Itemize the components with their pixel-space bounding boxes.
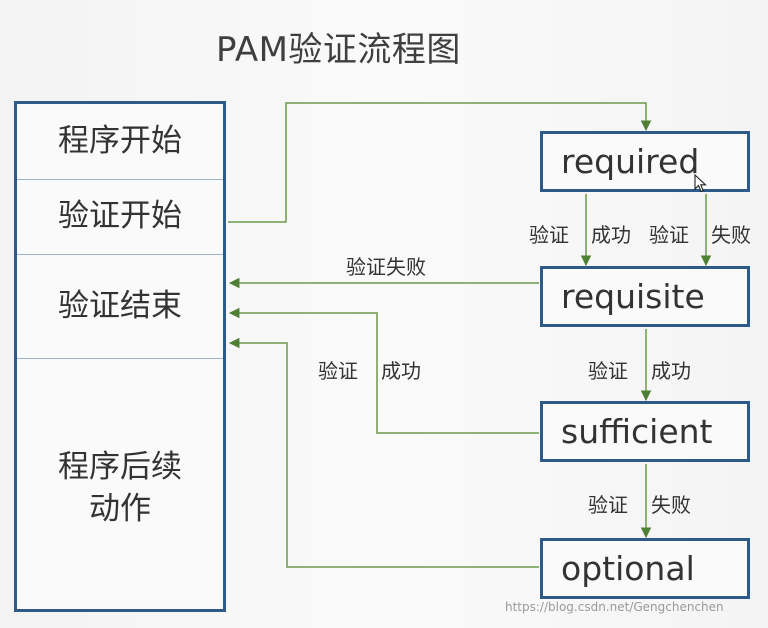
required-fail-verify-label: 验证 — [649, 223, 689, 247]
requisite-fail-label: 验证失败 — [346, 255, 426, 279]
stage-auth-start: 验证开始 — [17, 179, 223, 254]
program-stage-column: 程序开始 验证开始 验证结束 程序后续 动作 — [14, 101, 226, 612]
requisite-success-label: 成功 — [651, 359, 691, 383]
optional-line — [228, 337, 539, 568]
sufficient-success-line — [228, 307, 539, 434]
required-success-verify-label: 验证 — [529, 223, 569, 247]
sufficient-success-label: 成功 — [381, 359, 421, 383]
stage-followup-line-2: 动作 — [89, 491, 151, 527]
control-requisite-box: requisite — [540, 266, 750, 327]
control-optional-box: optional — [540, 538, 750, 599]
stage-followup-line-1: 程序后续 — [58, 449, 182, 486]
start-to-required-line — [228, 102, 652, 223]
stage-auth-end: 验证结束 — [17, 254, 223, 358]
control-sufficient-box: sufficient — [540, 401, 750, 462]
required-fail-label: 失败 — [711, 223, 751, 247]
required-success-label: 成功 — [591, 223, 631, 247]
requisite-success-verify-label: 验证 — [588, 359, 628, 383]
diagram-title: PAM验证流程图 — [216, 30, 461, 70]
sufficient-success-verify-label: 验证 — [318, 359, 358, 383]
stage-followup-action: 程序后续 动作 — [17, 358, 223, 609]
control-required-box: required — [540, 131, 750, 192]
watermark-text: https://blog.csdn.net/Gengchenchen — [505, 600, 724, 614]
sufficient-fail-label: 失败 — [651, 493, 691, 517]
mouse-pointer-icon — [694, 174, 707, 193]
stage-program-start: 程序开始 — [58, 122, 182, 159]
sufficient-fail-verify-label: 验证 — [588, 493, 628, 517]
